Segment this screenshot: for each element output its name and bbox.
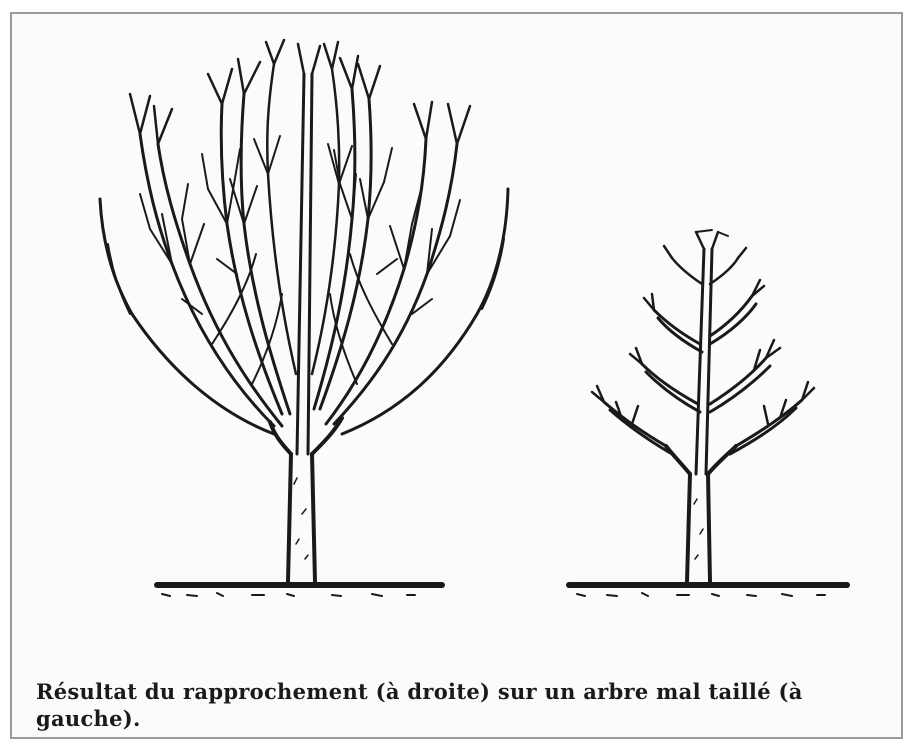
tree-illustration	[12, 14, 901, 654]
cut-back-tree-icon	[569, 230, 847, 596]
figure-frame: Résultat du rapprochement (à droite) sur…	[10, 12, 903, 739]
figure-caption: Résultat du rapprochement (à droite) sur…	[36, 678, 886, 732]
overgrown-pruned-tree-icon	[100, 40, 508, 596]
left-trunk	[288, 454, 315, 582]
right-trunk	[687, 474, 710, 582]
